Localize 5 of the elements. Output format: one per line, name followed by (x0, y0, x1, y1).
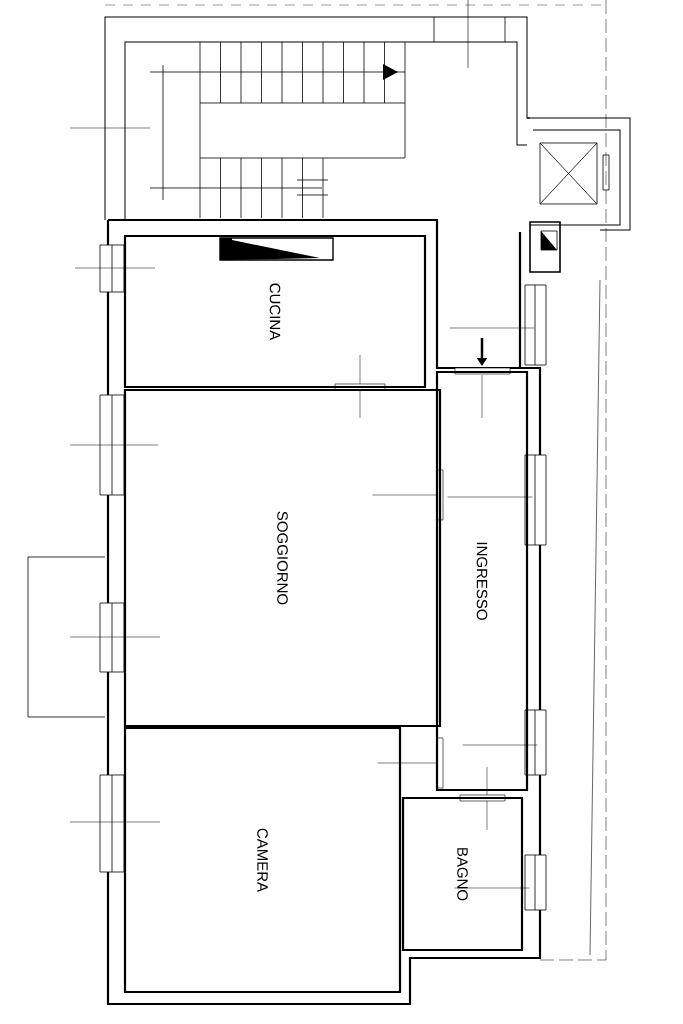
room: BAGNO (401, 796, 524, 952)
room: CAMERA (123, 726, 402, 994)
room: INGRESSO (435, 370, 529, 792)
room: SOGGIORNO (123, 388, 442, 728)
room: CUCINA (123, 234, 427, 389)
